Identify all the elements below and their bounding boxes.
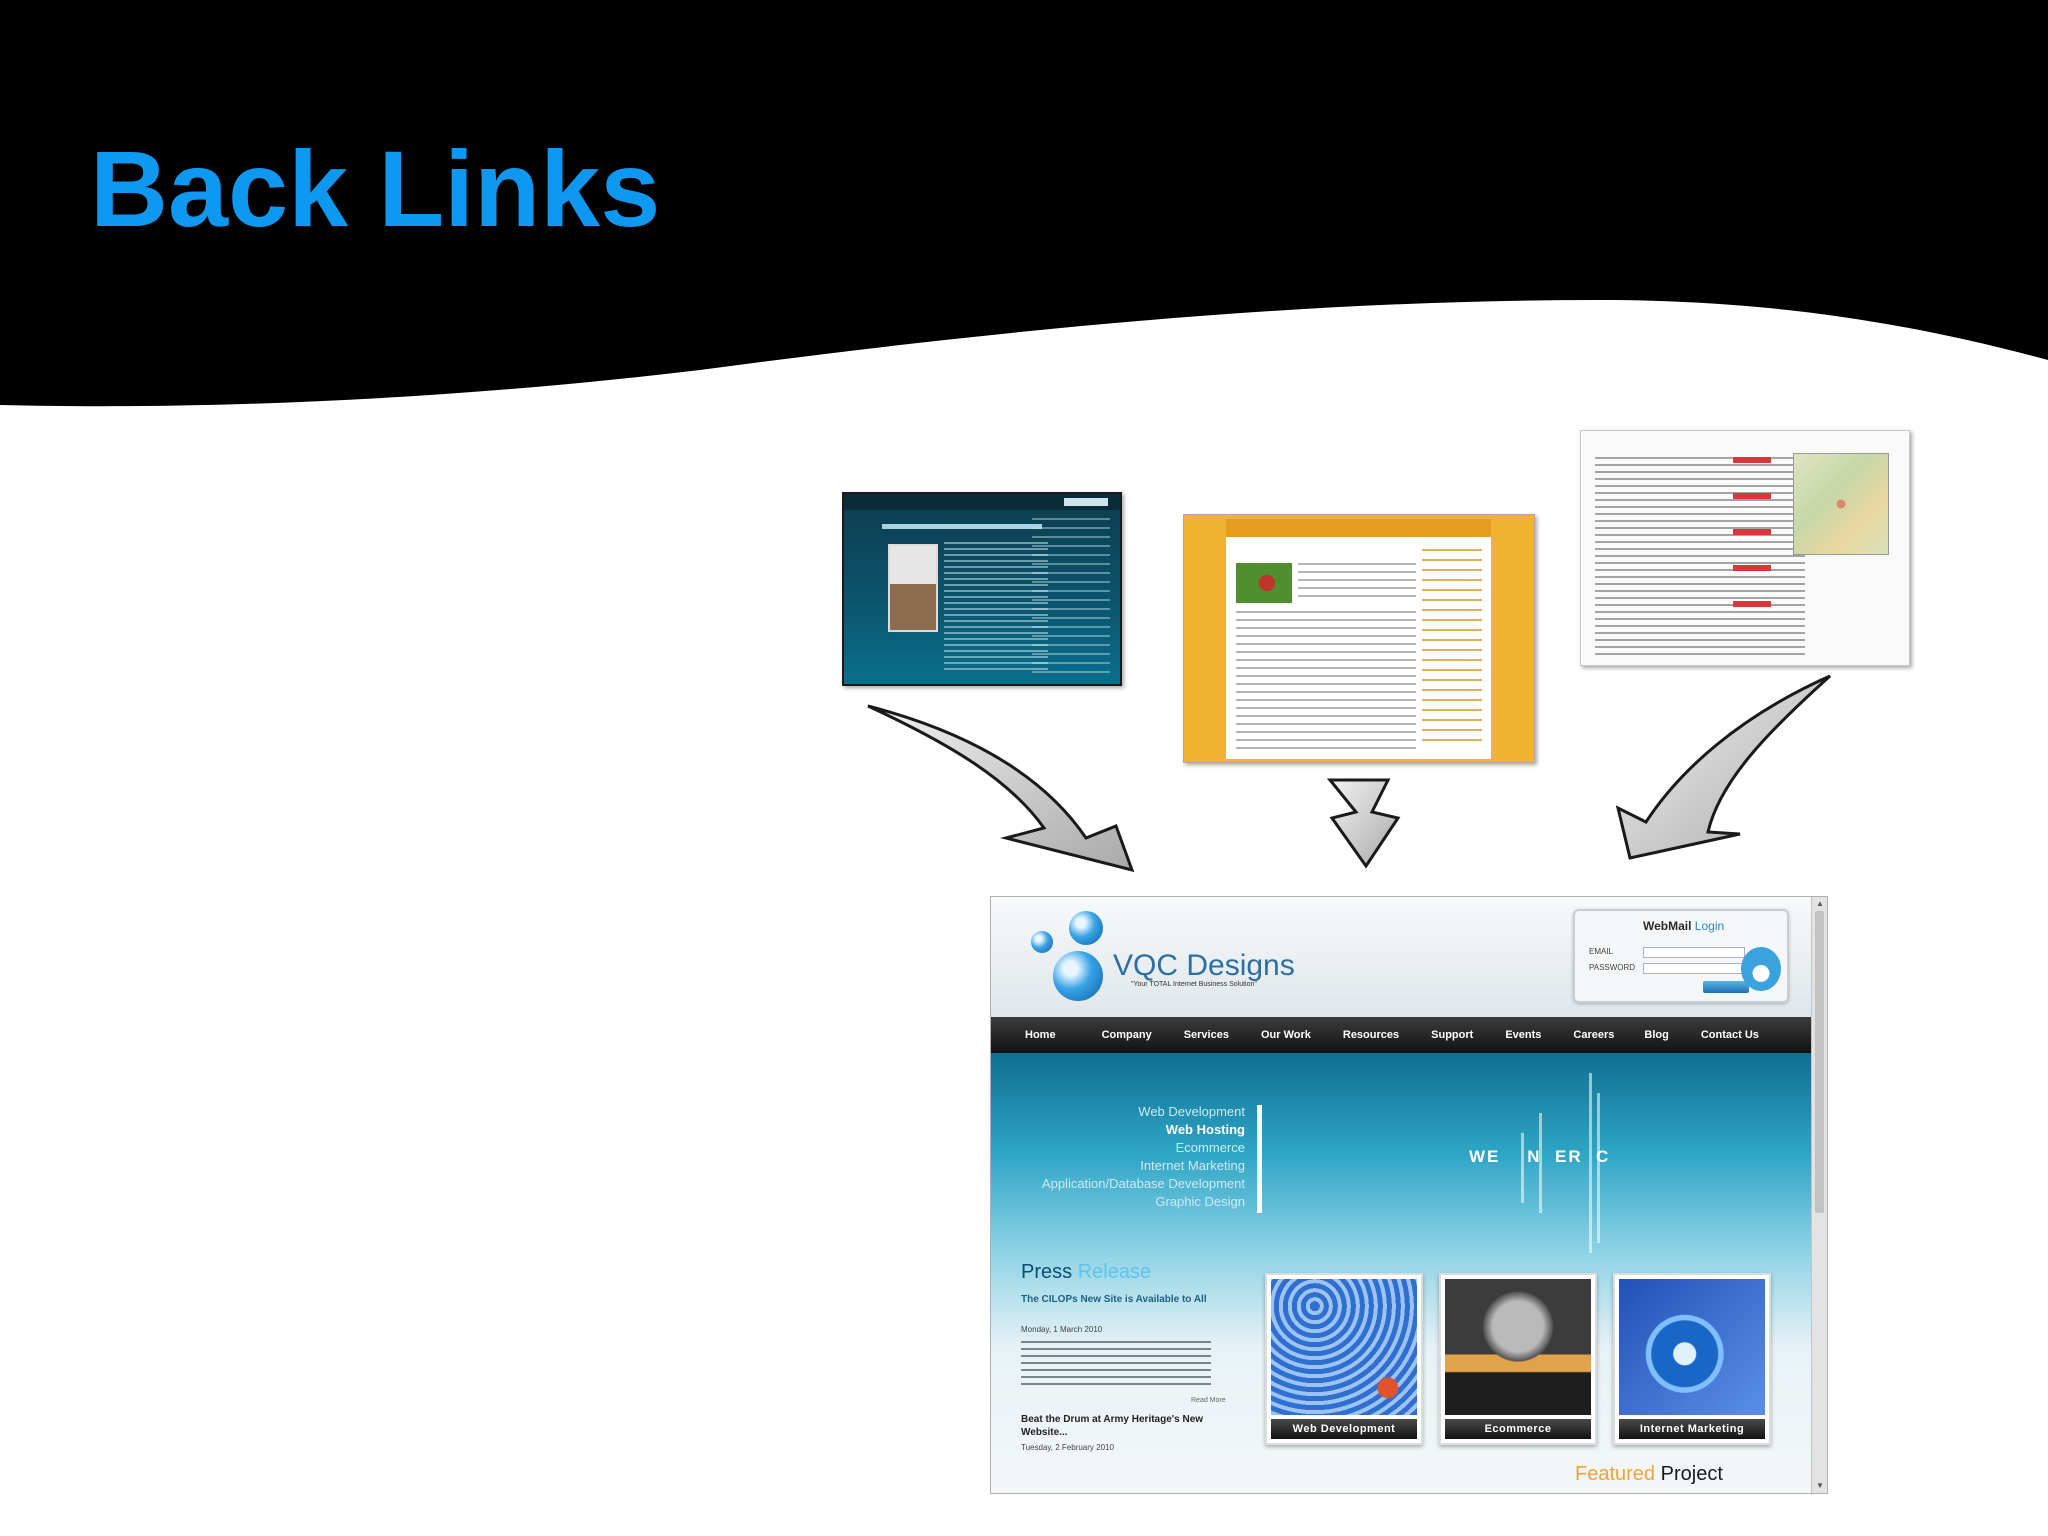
service-internet-marketing[interactable]: Internet Marketing: [1140, 1158, 1245, 1173]
press-title-1: Press: [1021, 1261, 1073, 1283]
curved-arrow-icon: [867, 704, 1135, 873]
password-label: PASSWORD: [1589, 963, 1636, 972]
nav-company[interactable]: Company: [1101, 1029, 1152, 1041]
tile-label: Internet Marketing: [1619, 1419, 1765, 1439]
site-scrollbar[interactable]: ▲ ▼: [1811, 897, 1827, 1493]
orb-small: [1031, 931, 1053, 953]
orb-large: [1053, 951, 1103, 1001]
nav-home[interactable]: Home: [1025, 1029, 1056, 1041]
backlink-thumbnail-search-map: [1580, 430, 1910, 666]
services-menu: Web Development Web Hosting Ecommerce In…: [1011, 1103, 1245, 1211]
featured-1: Featured: [1575, 1463, 1656, 1485]
press-release-heading: Press Release: [1021, 1261, 1151, 1284]
press-body-text: [1021, 1341, 1211, 1389]
thumb-flower-photo: [1236, 563, 1292, 603]
nav-support[interactable]: Support: [1431, 1029, 1474, 1041]
tile-label: Web Development: [1271, 1419, 1417, 1439]
service-web-hosting[interactable]: Web Hosting: [1165, 1122, 1245, 1137]
thumb-sidebar: [1032, 518, 1110, 678]
thumb-result-list: [1595, 457, 1805, 657]
thumb-result-tags: [1733, 457, 1771, 617]
nav-contact-us[interactable]: Contact Us: [1700, 1029, 1759, 1041]
press-title-2: Release: [1077, 1261, 1152, 1283]
service-graphic-design[interactable]: Graphic Design: [1155, 1194, 1245, 1209]
site-tagline: "Your TOTAL Internet Business Solution": [1131, 981, 1257, 988]
thumb-photo-caption: [1298, 563, 1416, 603]
press-headline-2[interactable]: Beat the Drum at Army Heritage's New Web…: [1021, 1414, 1204, 1438]
nav-careers[interactable]: Careers: [1573, 1029, 1615, 1041]
hero-light-streak: [1539, 1113, 1542, 1213]
login-button[interactable]: [1703, 981, 1749, 993]
slide-header-wave: [0, 0, 2048, 407]
site-logo[interactable]: VQC Designs: [1113, 949, 1295, 982]
scroll-thumb[interactable]: [1815, 911, 1824, 1213]
scroll-down-icon[interactable]: ▼: [1816, 1481, 1824, 1490]
thumb-sidebar: [1422, 549, 1482, 749]
email-field[interactable]: [1643, 947, 1745, 958]
thumb-map: [1793, 453, 1889, 555]
thumb-post-text: [944, 542, 1048, 672]
logo-orbs-icon: [1031, 911, 1141, 1011]
email-label: EMAIL: [1589, 947, 1614, 956]
tile-internet-marketing[interactable]: Internet Marketing: [1613, 1273, 1771, 1445]
hero-light-streak: [1589, 1073, 1592, 1253]
nav-resources[interactable]: Resources: [1342, 1029, 1400, 1041]
hero-animated-text: WE N ER C: [1469, 1147, 1611, 1166]
service-application-database[interactable]: Application/Database Development: [1041, 1176, 1245, 1191]
orb-medium: [1069, 911, 1103, 945]
nav-blog[interactable]: Blog: [1644, 1029, 1669, 1041]
hero-light-streak: [1597, 1093, 1600, 1243]
hero-light-streak: [1521, 1133, 1524, 1203]
thumb-post-heading: [882, 524, 1042, 529]
webmail-login-box: WebMail Login EMAIL PASSWORD: [1573, 909, 1789, 1003]
backlink-thumbnail-dark-blog: [842, 492, 1122, 686]
webmail-title: WebMail Login: [1643, 919, 1724, 933]
tile-image: [1271, 1279, 1417, 1415]
nav-services[interactable]: Services: [1183, 1029, 1229, 1041]
site-header: VQC Designs "Your TOTAL Internet Busines…: [991, 897, 1811, 1017]
press-date-2: Tuesday, 2 February 2010: [1021, 1443, 1114, 1452]
thumb-topbar: [844, 494, 1120, 510]
vqc-designs-site-screenshot: VQC Designs "Your TOTAL Internet Busines…: [990, 896, 1828, 1494]
service-web-development[interactable]: Web Development: [1138, 1104, 1245, 1119]
tile-web-development[interactable]: Web Development: [1265, 1273, 1423, 1445]
site-nav-bar: Home Company Services Our Work Resources…: [991, 1017, 1811, 1053]
down-arrow-icon: [1326, 778, 1401, 869]
tile-image: [1445, 1279, 1591, 1415]
thumb-article-text: [1236, 611, 1416, 751]
nav-our-work[interactable]: Our Work: [1260, 1029, 1311, 1041]
webmail-title-accent: Login: [1694, 919, 1725, 933]
backlink-thumbnail-yellow-garden: [1183, 514, 1535, 763]
password-field[interactable]: [1643, 963, 1745, 974]
tile-label: Ecommerce: [1445, 1419, 1591, 1439]
featured-2: Project: [1660, 1463, 1723, 1485]
site-hero: Web Development Web Hosting Ecommerce In…: [991, 1053, 1811, 1253]
thumb-search-box: [1064, 498, 1108, 506]
webmail-title-text: WebMail: [1643, 919, 1692, 933]
tile-ecommerce[interactable]: Ecommerce: [1439, 1273, 1597, 1445]
tile-image: [1619, 1279, 1765, 1415]
read-more-link[interactable]: Read More: [1191, 1397, 1226, 1404]
thumb-post-image: [888, 544, 938, 632]
press-headline-1[interactable]: The CILOPs New Site is Available to All: [1021, 1294, 1207, 1305]
curved-arrow-icon: [1615, 674, 1832, 860]
nav-events[interactable]: Events: [1505, 1029, 1542, 1041]
slide-title: Back Links: [90, 128, 661, 249]
service-ecommerce[interactable]: Ecommerce: [1175, 1140, 1245, 1155]
bird-mascot-icon: [1741, 947, 1781, 991]
thumb-banner: [1226, 519, 1491, 537]
press-date-1: Monday, 1 March 2010: [1021, 1325, 1103, 1334]
featured-project-heading: Featured Project: [1575, 1463, 1723, 1486]
services-divider: [1257, 1105, 1262, 1213]
scroll-up-icon[interactable]: ▲: [1816, 899, 1824, 908]
site-body: Press Release The CILOPs New Site is Ava…: [991, 1253, 1811, 1493]
